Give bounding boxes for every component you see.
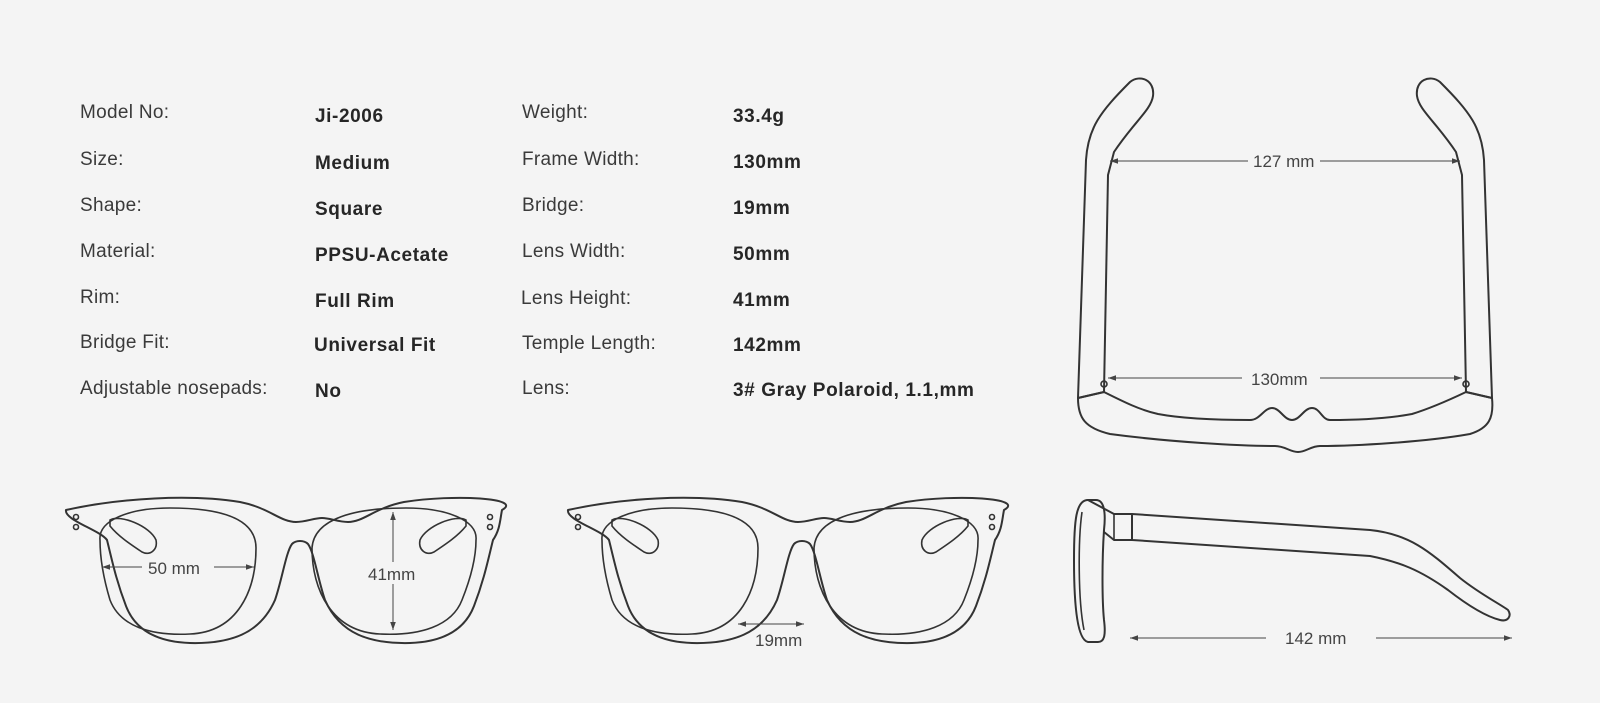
top-view-left-hinge-screw xyxy=(1100,380,1108,388)
top-view-right-temple xyxy=(1415,77,1493,399)
front-view-1-rivet xyxy=(72,523,80,531)
spec-label-bridge: Bridge: xyxy=(522,195,585,216)
spec-label-bridge-fit: Bridge Fit: xyxy=(80,332,170,353)
front-view-2-left-nosepad xyxy=(611,517,660,555)
front-view-1-right-nosepad xyxy=(418,517,467,555)
spec-label-rim: Rim: xyxy=(80,287,121,308)
side-view-lens-edge xyxy=(1078,511,1085,631)
top-view-front-frame xyxy=(1077,391,1494,453)
spec-value-material: PPSU-Acetate xyxy=(315,245,449,266)
spec-value-model: Ji-2006 xyxy=(315,106,384,127)
spec-label-lens-width: Lens Width: xyxy=(522,241,626,262)
front-view-1-frame xyxy=(65,496,508,645)
spec-label-shape: Shape: xyxy=(80,195,143,216)
spec-value-weight: 33.4g xyxy=(733,106,785,127)
spec-label-nosepads: Adjustable nosepads: xyxy=(80,378,268,399)
spec-value-bridge-fit: Universal Fit xyxy=(314,335,436,356)
spec-value-bridge: 19mm xyxy=(733,198,791,219)
spec-label-frame-width: Frame Width: xyxy=(522,149,640,170)
front-view-2-left-lens xyxy=(601,507,759,636)
spec-value-rim: Full Rim xyxy=(315,291,395,312)
spec-label-temple-length: Temple Length: xyxy=(522,333,657,354)
side-view-temple xyxy=(1131,513,1511,622)
front-view-1-left-lens xyxy=(99,507,257,636)
side-view-glasses: 142 mm xyxy=(1073,499,1512,648)
top-view-left-temple xyxy=(1077,77,1155,399)
spec-label-lens-height: Lens Height: xyxy=(521,288,632,309)
front-view-2-right-nosepad xyxy=(920,517,969,555)
front-view-1-rivet xyxy=(72,513,80,521)
front-view-2-frame xyxy=(567,496,1010,645)
spec-label-weight: Weight: xyxy=(522,102,589,123)
frame-width-label: 130mm xyxy=(1251,370,1308,389)
spec-value-lens: 3# Gray Polaroid, 1.1,mm xyxy=(733,380,975,401)
spec-label-lens: Lens: xyxy=(522,378,570,399)
top-view-glasses: 127 mm 130mm xyxy=(1077,77,1494,453)
side-view-hinge xyxy=(1087,499,1133,541)
spec-value-size: Medium xyxy=(315,153,391,174)
front-view-1-rivet xyxy=(486,513,494,521)
spec-value-shape: Square xyxy=(315,199,384,220)
front-view-1-left-nosepad xyxy=(109,517,158,555)
spec-value-frame-width: 130mm xyxy=(733,152,802,173)
spec-value-temple-length: 142mm xyxy=(733,335,802,356)
temple-length-label: 142 mm xyxy=(1285,629,1346,648)
spec-value-lens-width: 50mm xyxy=(733,244,791,265)
front-view-2-rivet xyxy=(988,513,996,521)
spec-value-lens-height: 41mm xyxy=(733,290,791,311)
front-view-bridge-dim xyxy=(567,496,1010,645)
front-view-1-right-lens xyxy=(311,507,477,636)
spec-value-nosepads: No xyxy=(315,381,342,402)
bridge-label: 19mm xyxy=(755,631,802,650)
front-view-1-rivet xyxy=(486,523,494,531)
spec-label-size: Size: xyxy=(80,149,124,170)
side-view-front-rim xyxy=(1073,499,1106,643)
front-view-2-right-lens xyxy=(813,507,979,636)
front-view-2-rivet xyxy=(574,513,582,521)
front-view-2-rivet xyxy=(988,523,996,531)
front-view-2-rivet xyxy=(574,523,582,531)
spec-label-model: Model No: xyxy=(80,102,170,123)
spec-label-material: Material: xyxy=(80,241,156,262)
lens-width-label: 50 mm xyxy=(148,559,200,578)
front-view-lens-dims: 50 mm 41mm xyxy=(65,496,508,645)
top-view-right-hinge-screw xyxy=(1462,380,1470,388)
temple-span-label: 127 mm xyxy=(1253,152,1314,171)
lens-height-label: 41mm xyxy=(368,565,415,584)
